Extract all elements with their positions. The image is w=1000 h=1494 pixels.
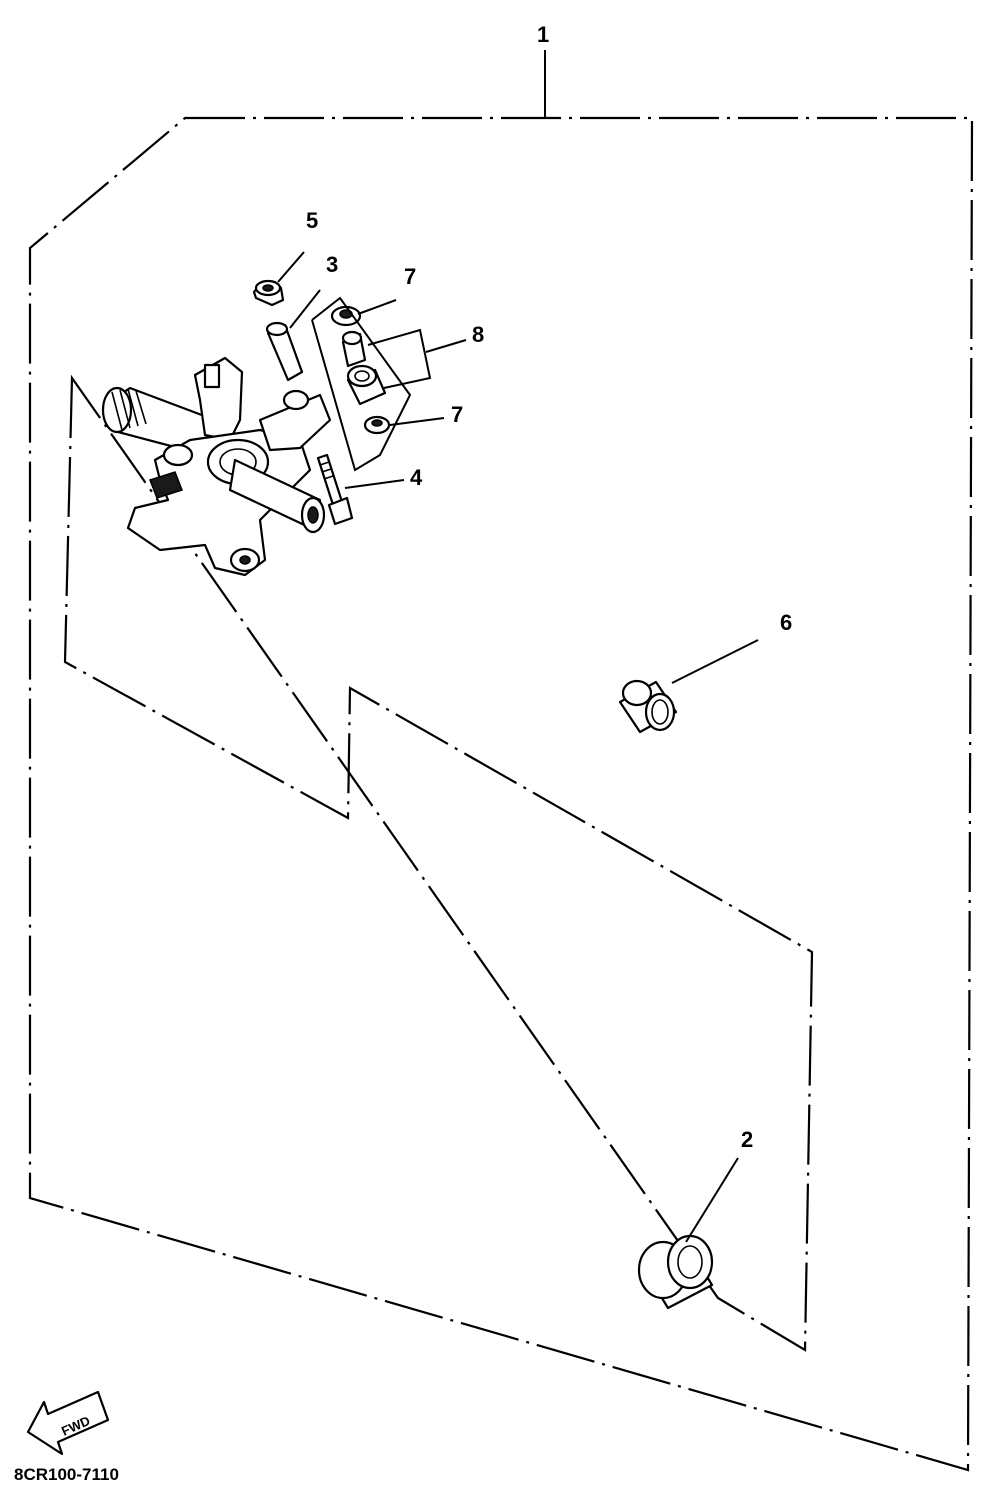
callout-4: 4 [410,465,423,490]
callout-7b: 7 [451,402,463,427]
callout-5: 5 [306,208,318,233]
group-bracket-line [311,296,412,472]
callout-7b-leader [389,417,445,426]
callout-2: 2 [741,1127,753,1152]
callout-3-leader [289,289,321,329]
callout-7a: 7 [404,264,416,289]
kit-outline [28,116,974,1472]
callout-8-leader-b [425,339,467,353]
callout-3: 3 [326,252,338,277]
part-7-upper-washer [330,305,362,327]
callout-4-leader [344,479,405,489]
steering-bracket-assembly [101,356,332,577]
callout-6-leader [671,639,759,684]
callout-5-leader [277,251,305,283]
fwd-arrow-icon: FWD [26,1390,110,1456]
callout-6: 6 [780,610,792,635]
part-4-bolt [316,453,354,526]
diagram-code: 8CR100-7110 [14,1465,119,1484]
part-3-pin [265,321,304,382]
part-7-lower-washer [363,415,391,435]
part-8-bushings [341,330,387,406]
callout-2-leader [685,1157,739,1243]
part-2-oil-seal [637,1234,714,1310]
part-5-nut [252,279,285,307]
callout-7a-leader [357,299,397,315]
callout-8: 8 [472,322,484,347]
subassembly-outline [63,374,814,1352]
callout-1: 1 [537,22,549,47]
callout-8-leader [367,328,432,389]
part-6-bushing [618,679,678,734]
